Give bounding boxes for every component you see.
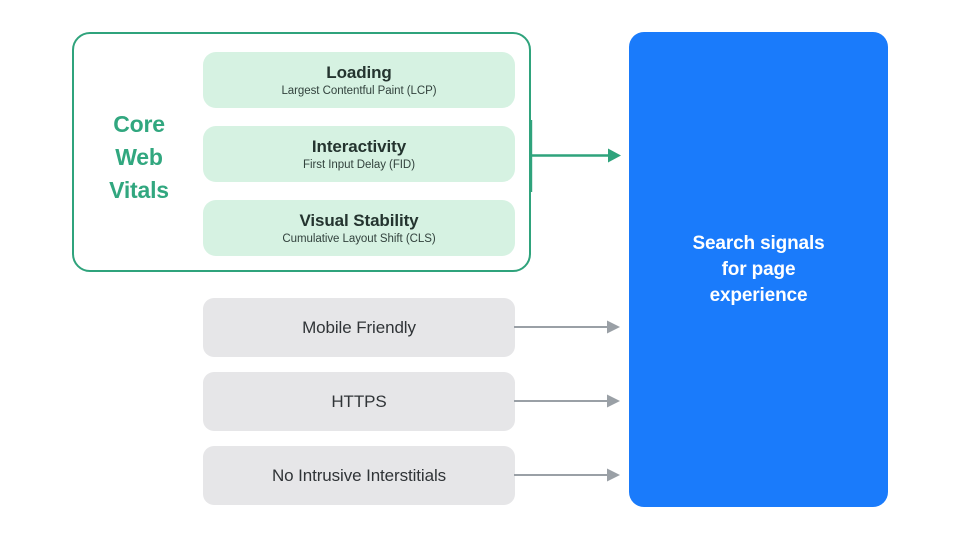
arrow-no-intrusive-interstitials-to-destination xyxy=(514,468,620,482)
vital-title: Interactivity xyxy=(311,136,407,156)
signal-box-no-intrusive-interstitials: No Intrusive Interstitials xyxy=(203,446,515,505)
signal-box-https: HTTPS xyxy=(203,372,515,431)
vital-title: Loading xyxy=(326,62,392,82)
destination-title: Search signals for page experience xyxy=(692,232,825,306)
vital-card-visual-stability: Visual Stability Cumulative Layout Shift… xyxy=(203,200,515,256)
arrow-mobile-friendly-to-destination xyxy=(514,320,620,334)
vital-subtitle: First Input Delay (FID) xyxy=(303,158,415,171)
signal-title: Mobile Friendly xyxy=(302,317,416,337)
arrow-core-web-vitals-to-destination xyxy=(529,120,621,192)
signal-title: No Intrusive Interstitials xyxy=(271,465,447,485)
core-web-vitals-label: Core Web Vitals xyxy=(109,111,169,203)
vital-title: Visual Stability xyxy=(299,210,419,230)
signal-box-mobile-friendly: Mobile Friendly xyxy=(203,298,515,357)
vital-subtitle: Largest Contentful Paint (LCP) xyxy=(281,84,437,97)
vital-card-interactivity: Interactivity First Input Delay (FID) xyxy=(203,126,515,182)
signal-title: HTTPS xyxy=(331,391,387,411)
vital-subtitle: Cumulative Layout Shift (CLS) xyxy=(282,232,436,245)
vital-card-loading: Loading Largest Contentful Paint (LCP) xyxy=(203,52,515,108)
destination-box-search-signals: Search signals for page experience xyxy=(629,32,888,507)
arrow-https-to-destination xyxy=(514,394,620,408)
